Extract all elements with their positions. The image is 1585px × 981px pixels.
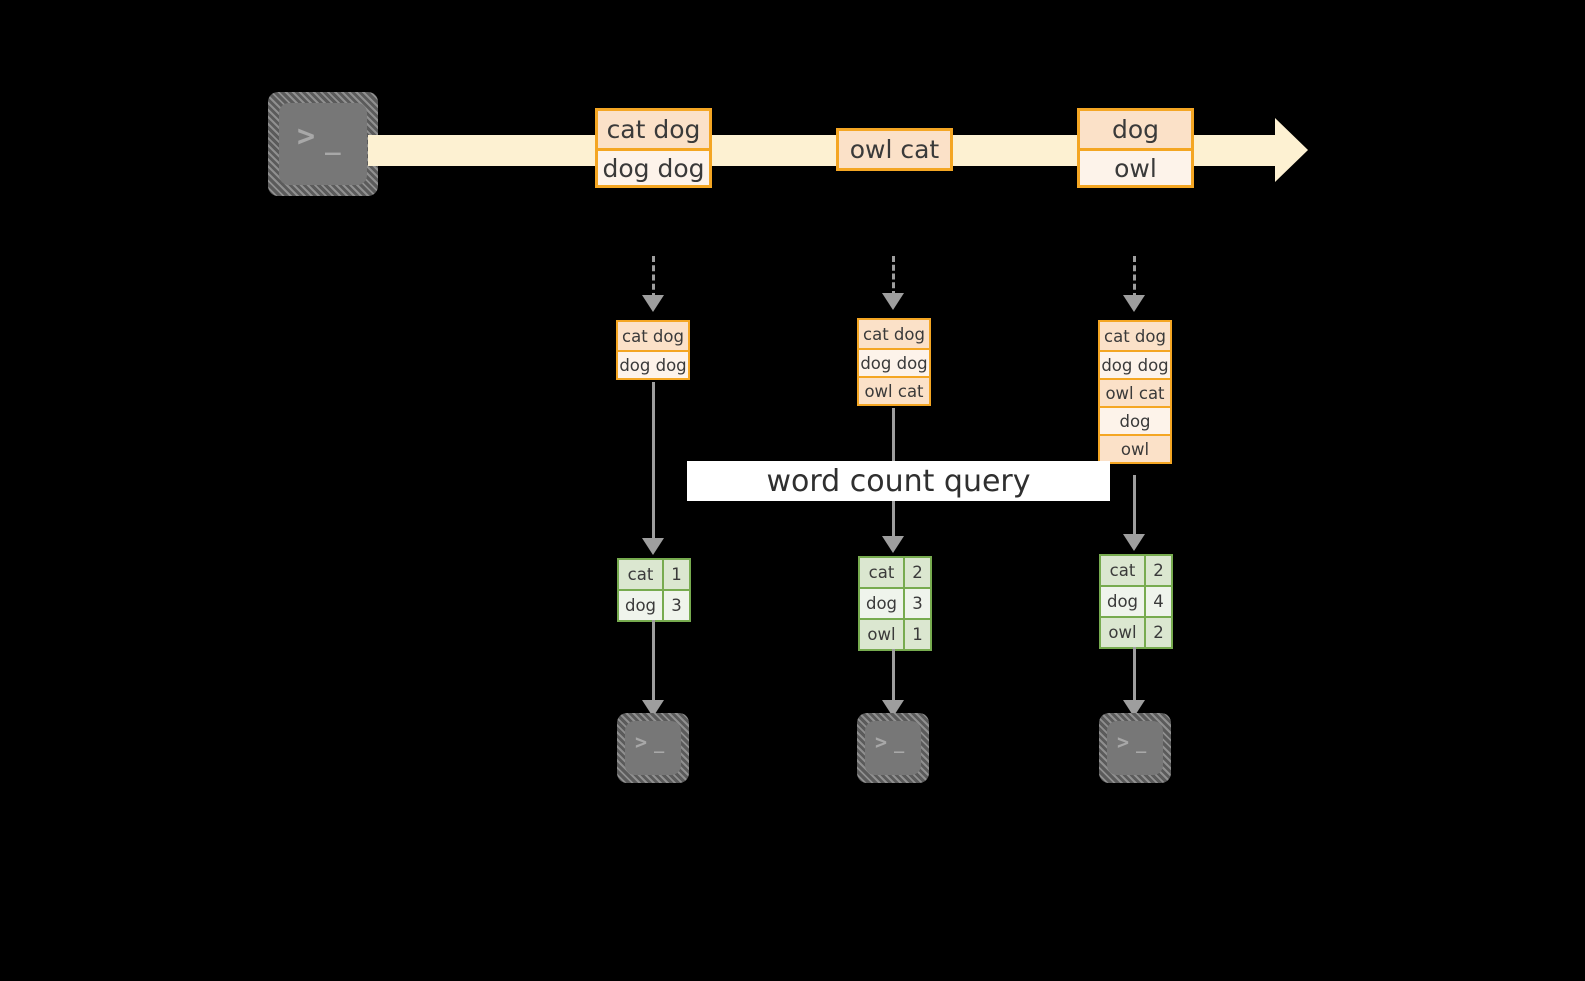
- table-row: owl 2: [1101, 616, 1171, 647]
- word-count-result-table-2: cat 2 dog 3 owl 1: [858, 556, 932, 651]
- sink-arrow-head-1: [642, 700, 664, 717]
- terminal-face: [625, 721, 681, 775]
- result-count: 1: [662, 560, 689, 589]
- accumulated-line: owl cat: [859, 376, 929, 404]
- sink-arrow-head-2: [882, 700, 904, 717]
- result-count: 3: [662, 591, 689, 620]
- stream-message-batch-2: owl cat: [836, 128, 953, 171]
- message-line: owl: [1080, 148, 1191, 185]
- sink-terminal-icon-3: > _: [1099, 713, 1171, 783]
- ingest-arrow-line-2: [892, 256, 895, 297]
- ingest-arrow-line-3: [1133, 256, 1136, 299]
- terminal-prompt-glyph: >: [297, 119, 317, 154]
- stream-message-batch-1: cat dog dog dog: [595, 108, 712, 188]
- result-count: 1: [903, 620, 930, 649]
- message-line: dog: [1080, 111, 1191, 148]
- terminal-cursor-glyph: _: [894, 734, 906, 754]
- message-line: cat dog: [598, 111, 709, 148]
- result-count: 2: [1144, 618, 1171, 647]
- accumulated-batch-table-3: cat dog dog dog owl cat dog owl: [1098, 320, 1172, 464]
- sink-arrow-line-1: [652, 620, 655, 705]
- word-count-query-banner: word count query: [687, 461, 1110, 501]
- accumulated-line: owl cat: [1100, 378, 1170, 406]
- result-word: cat: [619, 560, 662, 589]
- accumulated-line: dog dog: [618, 350, 688, 378]
- accumulated-line: dog dog: [859, 348, 929, 376]
- terminal-cursor-glyph: _: [325, 126, 342, 156]
- result-word: cat: [1101, 556, 1144, 585]
- result-word: owl: [860, 620, 903, 649]
- result-word: dog: [619, 591, 662, 620]
- result-count: 2: [903, 558, 930, 587]
- ingest-arrow-head-3: [1123, 295, 1145, 312]
- query-arrow-line-3: [1133, 475, 1136, 538]
- table-row: cat 1: [619, 560, 689, 589]
- accumulated-line: cat dog: [859, 320, 929, 348]
- result-count: 3: [903, 589, 930, 618]
- ingest-arrow-head-2: [882, 293, 904, 310]
- ingest-arrow-line-1: [652, 256, 655, 299]
- table-row: dog 3: [619, 589, 689, 620]
- sink-terminal-icon-1: > _: [617, 713, 689, 783]
- terminal-cursor-glyph: _: [1136, 734, 1148, 754]
- result-word: owl: [1101, 618, 1144, 647]
- table-row: cat 2: [1101, 556, 1171, 585]
- accumulated-line: owl: [1100, 434, 1170, 462]
- accumulated-line: cat dog: [618, 322, 688, 350]
- accumulated-line: dog: [1100, 406, 1170, 434]
- table-row: dog 4: [1101, 585, 1171, 616]
- sink-terminal-icon-2: > _: [857, 713, 929, 783]
- sink-arrow-line-3: [1133, 647, 1136, 705]
- result-word: dog: [860, 589, 903, 618]
- accumulated-batch-table-2: cat dog dog dog owl cat: [857, 318, 931, 406]
- terminal-face: [865, 721, 921, 775]
- table-row: cat 2: [860, 558, 930, 587]
- query-arrow-head-1: [642, 538, 664, 555]
- terminal-prompt-glyph: >: [1117, 730, 1131, 754]
- terminal-face: [1107, 721, 1163, 775]
- sink-arrow-head-3: [1123, 700, 1145, 717]
- result-word: dog: [1101, 587, 1144, 616]
- accumulated-batch-table-1: cat dog dog dog: [616, 320, 690, 380]
- sink-arrow-line-2: [892, 649, 895, 705]
- message-line: dog dog: [598, 148, 709, 185]
- accumulated-line: cat dog: [1100, 322, 1170, 350]
- terminal-prompt-glyph: >: [875, 730, 889, 754]
- accumulated-line: dog dog: [1100, 350, 1170, 378]
- source-terminal-icon: > _: [268, 92, 378, 196]
- word-count-result-table-3: cat 2 dog 4 owl 2: [1099, 554, 1173, 649]
- table-row: owl 1: [860, 618, 930, 649]
- terminal-face: [279, 103, 367, 185]
- query-arrow-line-1: [652, 382, 655, 542]
- word-count-result-table-1: cat 1 dog 3: [617, 558, 691, 622]
- query-arrow-head-3: [1123, 534, 1145, 551]
- result-word: cat: [860, 558, 903, 587]
- result-count: 2: [1144, 556, 1171, 585]
- terminal-cursor-glyph: _: [654, 734, 666, 754]
- terminal-prompt-glyph: >: [635, 730, 649, 754]
- message-line: owl cat: [839, 131, 950, 168]
- word-count-query-label: word count query: [766, 463, 1031, 499]
- ingest-arrow-head-1: [642, 295, 664, 312]
- stream-timeline-arrowhead: [1275, 118, 1308, 182]
- stream-message-batch-3: dog owl: [1077, 108, 1194, 188]
- table-row: dog 3: [860, 587, 930, 618]
- query-arrow-head-2: [882, 536, 904, 553]
- result-count: 4: [1144, 587, 1171, 616]
